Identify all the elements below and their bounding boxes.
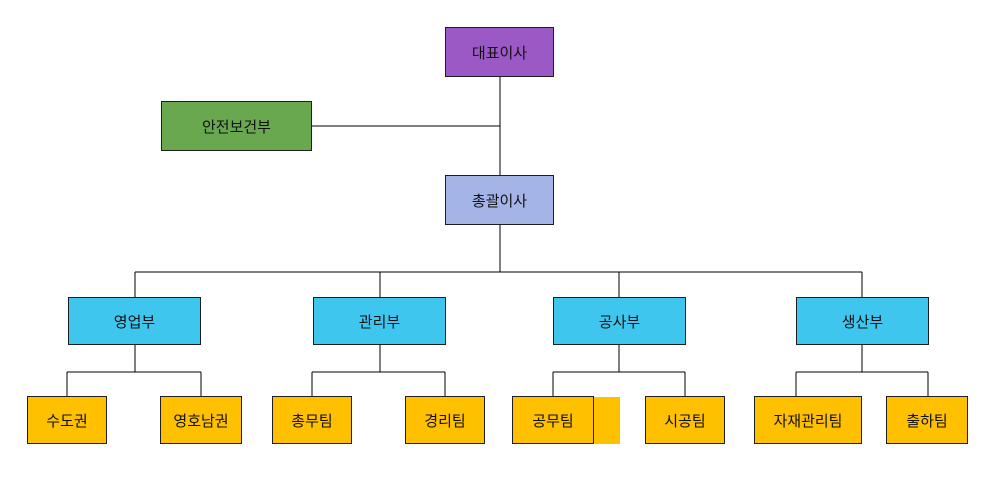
node-dept-admin: 관리부: [313, 297, 446, 345]
highlight-block: [594, 397, 620, 444]
node-team-materials: 자재관리팀: [754, 396, 862, 444]
node-safety-health-dept: 안전보건부: [161, 101, 312, 151]
node-dept-production: 생산부: [796, 297, 929, 345]
node-team-shipping: 출하팀: [886, 396, 968, 444]
node-team-construction: 시공팀: [645, 396, 725, 444]
node-team-accounting: 경리팀: [405, 396, 485, 444]
node-team-public-works: 공무팀: [512, 396, 594, 444]
node-ceo: 대표이사: [445, 27, 554, 77]
node-team-capital-area: 수도권: [27, 396, 107, 444]
node-team-yeongnam-honam: 영호남권: [160, 396, 242, 444]
node-dept-sales: 영업부: [68, 297, 201, 345]
node-dept-construction: 공사부: [553, 297, 686, 345]
node-team-general-affairs: 총무팀: [272, 396, 352, 444]
node-general-manager: 총괄이사: [445, 175, 554, 225]
